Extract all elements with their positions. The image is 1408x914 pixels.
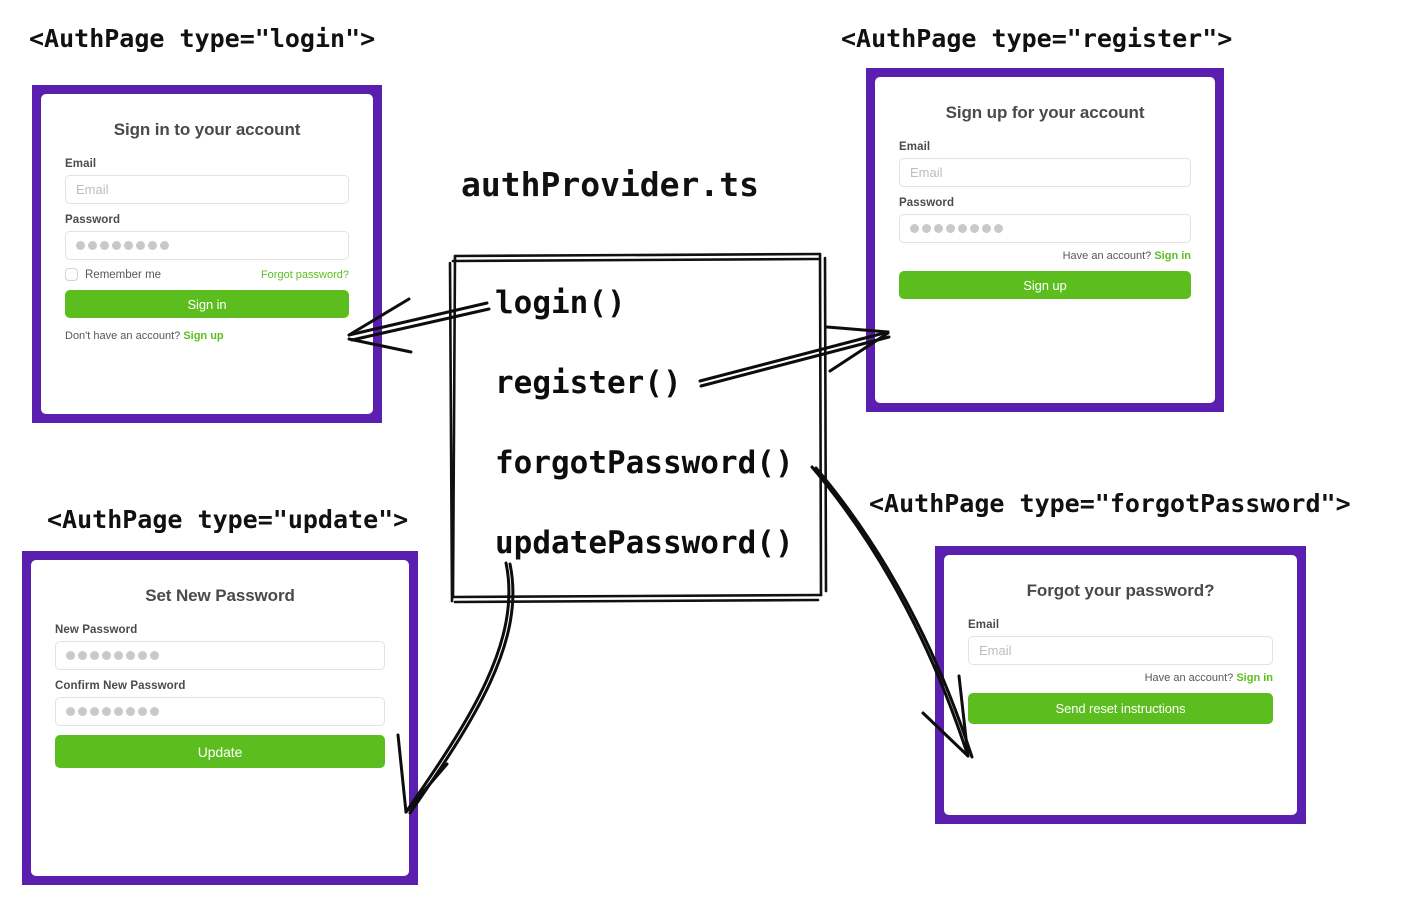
register-password-label: Password (899, 197, 955, 209)
login-title: Sign in to your account (113, 120, 301, 139)
login-password-dots (76, 241, 169, 250)
forgot-email-input[interactable]: Email (968, 636, 1273, 665)
forgot-footer-signin-link[interactable]: Sign in (1236, 672, 1273, 684)
update-new-password-dots (66, 651, 159, 660)
forgot-footer: Have an account? Sign in (968, 672, 1273, 684)
update-button[interactable]: Update (55, 735, 385, 768)
register-password-input[interactable] (899, 214, 1191, 243)
register-footer-text: Have an account? (1062, 250, 1152, 262)
component-label-register: <AuthPage type="register"> (841, 24, 1233, 53)
sign-in-button[interactable]: Sign in (65, 290, 349, 318)
forgot-email-label: Email (968, 619, 1000, 631)
update-confirm-password-label: Confirm New Password (55, 680, 186, 692)
method-forgot-password: forgotPassword() (495, 445, 794, 481)
register-footer-signin-link[interactable]: Sign in (1154, 250, 1191, 262)
update-title: Set New Password (145, 586, 295, 605)
remember-me-label: Remember me (85, 268, 162, 281)
login-email-label: Email (65, 158, 97, 170)
register-footer: Have an account? Sign in (899, 250, 1191, 262)
login-footer: Don't have an account? Sign up (65, 330, 349, 342)
send-reset-instructions-button[interactable]: Send reset instructions (968, 693, 1273, 724)
register-title: Sign up for your account (945, 103, 1145, 122)
forgot-title: Forgot your password? (1026, 581, 1215, 600)
update-new-password-input[interactable] (55, 641, 385, 670)
login-footer-signup-link[interactable]: Sign up (183, 330, 224, 342)
login-email-placeholder: Email (76, 182, 109, 197)
register-password-dots (910, 224, 1003, 233)
login-card-body: Sign in to your account Email Email Pass… (41, 94, 373, 414)
remember-me-checkbox[interactable] (65, 268, 78, 281)
update-card-body: Set New Password New Password Confirm Ne… (31, 560, 409, 876)
component-label-forgot-password: <AuthPage type="forgotPassword"> (869, 489, 1351, 518)
update-confirm-password-input[interactable] (55, 697, 385, 726)
register-email-input[interactable]: Email (899, 158, 1191, 187)
sign-up-button[interactable]: Sign up (899, 271, 1191, 299)
component-label-login: <AuthPage type="login"> (29, 24, 376, 53)
forgot-email-placeholder: Email (979, 643, 1012, 658)
method-update-password: updatePassword() (495, 525, 794, 561)
auth-card-update: Set New Password New Password Confirm Ne… (22, 551, 418, 885)
register-email-label: Email (899, 141, 931, 153)
forgot-footer-text: Have an account? (1144, 672, 1234, 684)
update-new-password-label: New Password (55, 624, 138, 636)
forgot-card-body: Forgot your password? Email Email Have a… (944, 555, 1297, 815)
login-email-input[interactable]: Email (65, 175, 349, 204)
login-password-label: Password (65, 214, 121, 226)
file-title-authprovider: authProvider.ts (461, 165, 760, 204)
register-email-placeholder: Email (910, 165, 943, 180)
auth-card-login: Sign in to your account Email Email Pass… (32, 85, 382, 423)
auth-card-register: Sign up for your account Email Email Pas… (866, 68, 1224, 412)
update-confirm-password-dots (66, 707, 159, 716)
login-remember-row[interactable]: Remember me (65, 268, 161, 281)
login-password-input[interactable] (65, 231, 349, 260)
register-card-body: Sign up for your account Email Email Pas… (875, 77, 1215, 403)
component-label-update: <AuthPage type="update"> (47, 505, 409, 534)
method-register: register() (495, 365, 682, 401)
login-footer-text: Don't have an account? (65, 330, 181, 342)
method-login: login() (495, 285, 626, 321)
forgot-password-link[interactable]: Forgot password? (260, 268, 349, 281)
auth-card-forgot-password: Forgot your password? Email Email Have a… (935, 546, 1306, 824)
